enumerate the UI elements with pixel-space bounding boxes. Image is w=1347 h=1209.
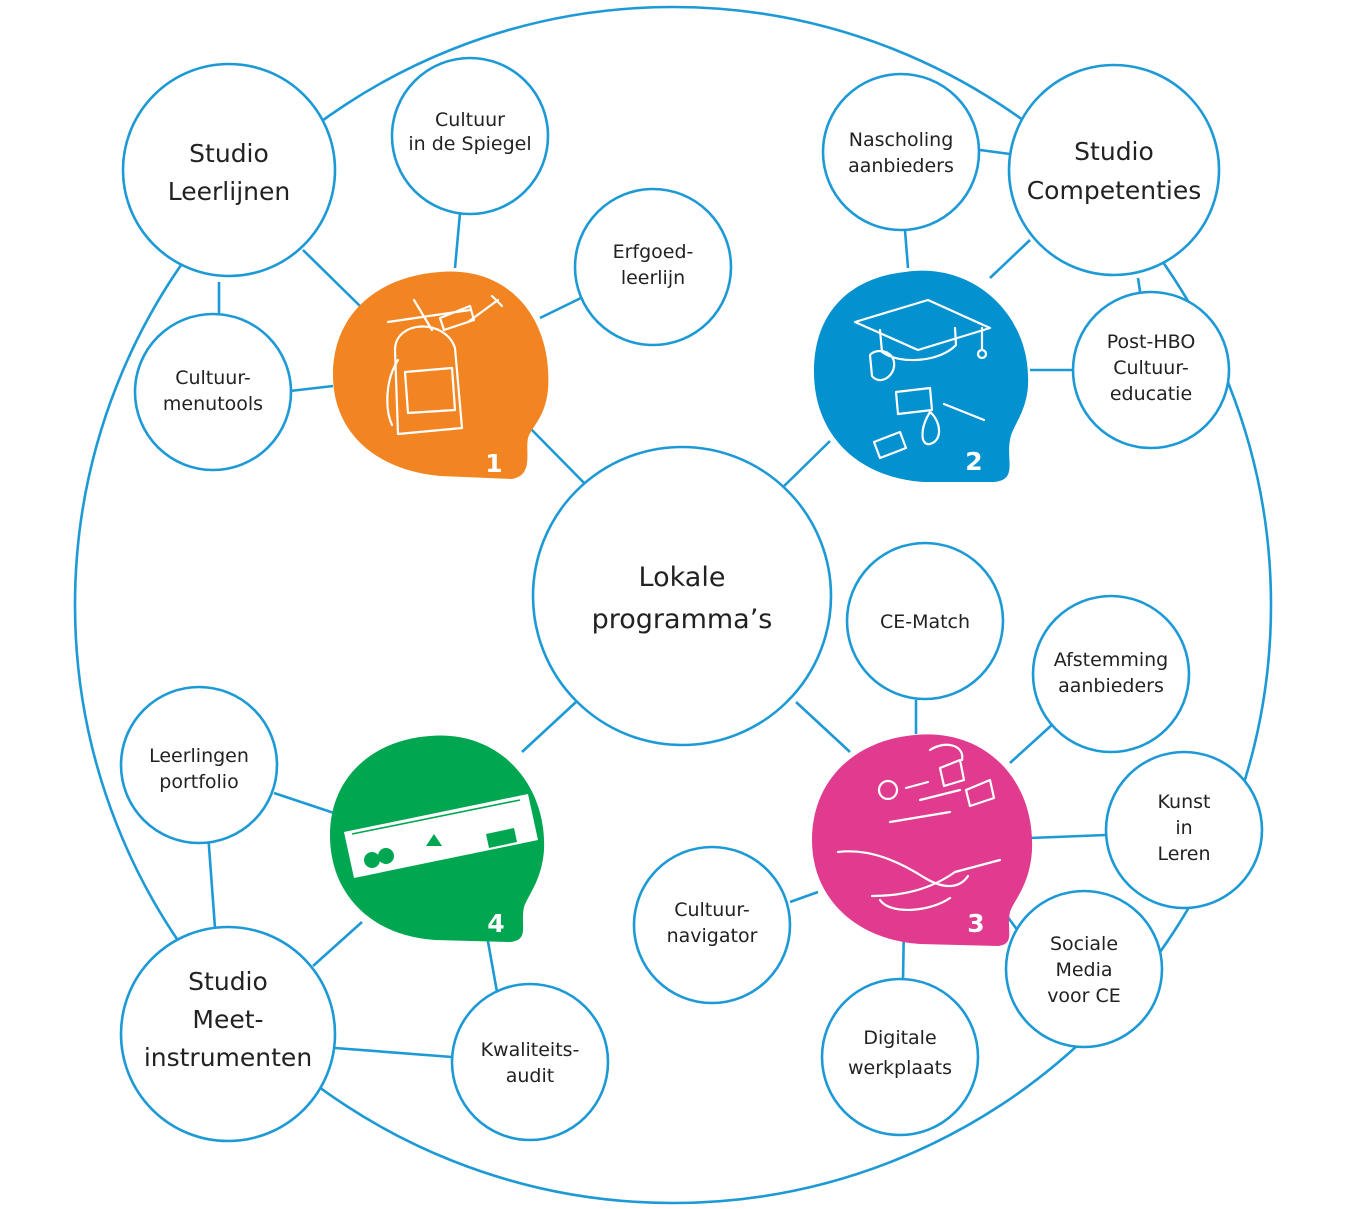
bubble-ce-match: CE-Match	[845, 541, 1005, 701]
center-label-line1: Lokale	[639, 562, 726, 593]
link-leerlingen-meetinstrumenten	[206, 832, 217, 929]
bubble-nascholing-aanbieders: Nascholing aanbieders	[821, 72, 981, 232]
link-spiegel-blob1	[453, 212, 462, 269]
studio-meetinstrumenten-line3: instrumenten	[144, 1043, 312, 1072]
graduation-cap-culture-icon	[853, 298, 992, 460]
link-navigator-blob3	[789, 890, 819, 904]
blob-1-number: 1	[485, 449, 502, 478]
blob-2: 2	[814, 270, 1029, 482]
link-center-blob4	[521, 701, 577, 753]
bubble-nascholing-line2: aanbieders	[848, 155, 954, 177]
link-nascholing-blob2	[903, 229, 910, 269]
bubble-cultuurmenutools-line2: menutools	[163, 393, 263, 415]
bubble-ce-match-line1: CE-Match	[880, 611, 970, 633]
link-blob1-center	[529, 427, 592, 491]
bubble-post-hbo-line2: Cultuur-	[1113, 357, 1189, 379]
center-node: Lokale programma’s	[531, 445, 833, 747]
studio-meetinstrumenten-node: Studio Meet- instrumenten	[119, 925, 337, 1143]
studio-competenties-line1: Studio	[1074, 137, 1154, 166]
ruler-culture-icon	[344, 794, 538, 878]
studio-competenties-node: Studio Competenties	[1007, 63, 1221, 277]
link-nascholing-competenties	[979, 148, 1011, 156]
blob-3: 3	[812, 734, 1033, 946]
link-erfgoed-blob1	[539, 295, 584, 320]
link-blob2-center	[777, 440, 831, 493]
bubble-post-hbo-line3: educatie	[1110, 383, 1192, 405]
bubble-sociale-line1: Sociale	[1050, 933, 1118, 955]
bubble-cultuurmenutools-line1: Cultuur-	[175, 367, 251, 389]
bubble-kunst-line1: Kunst	[1158, 791, 1211, 813]
connector-lines	[206, 148, 1143, 1059]
link-competenties-blob2	[989, 239, 1031, 279]
link-center-blob3	[795, 701, 851, 753]
bubble-kwaliteitsaudit: Kwaliteits- audit	[450, 982, 610, 1142]
studio-meetinstrumenten-line1: Studio	[188, 967, 268, 996]
bubble-kunst-line2: in	[1175, 817, 1192, 839]
studio-competenties-line2: Competenties	[1027, 176, 1202, 205]
bubble-leerlingen-portfolio: Leerlingen portfolio	[119, 685, 279, 845]
bubble-post-hbo: Post-HBO Cultuur- educatie	[1071, 290, 1231, 450]
studio-leerlijnen-node: Studio Leerlijnen	[121, 62, 337, 278]
bubble-kunst-line3: Leren	[1157, 843, 1210, 865]
bubble-cultuurmenutools: Cultuur- menutools	[133, 312, 293, 472]
bubble-digitale-line1: Digitale	[863, 1027, 936, 1049]
bubble-leerlingen-line1: Leerlingen	[149, 745, 249, 767]
bubble-nascholing-line1: Nascholing	[849, 129, 954, 151]
bubble-kunst-in-leren: Kunst in Leren	[1104, 750, 1264, 910]
studio-leerlijnen-line2: Leerlijnen	[168, 177, 290, 206]
bubble-cultuurnavigator: Cultuur- navigator	[632, 845, 792, 1005]
backpack-culture-icon	[386, 294, 504, 436]
bubble-post-hbo-line1: Post-HBO	[1107, 331, 1196, 353]
bubble-kwaliteit-line2: audit	[506, 1065, 554, 1087]
bubble-sociale-media: Sociale Media voor CE	[1004, 889, 1164, 1049]
bubble-kwaliteit-line1: Kwaliteits-	[481, 1039, 580, 1061]
bubble-cultuur-in-de-spiegel-line1: Cultuur	[435, 109, 505, 131]
bubble-cultuurnavigator-line1: Cultuur-	[674, 899, 750, 921]
blob-1: 1	[333, 271, 549, 479]
blob-3-number: 3	[967, 909, 984, 938]
bubble-afstemming-line2: aanbieders	[1058, 675, 1164, 697]
bubble-erfgoedleerlijn-line1: Erfgoed-	[613, 241, 694, 263]
link-leerlijnen-blob1	[302, 249, 361, 307]
blob-4: 4	[330, 735, 545, 942]
link-meetinstrumenten-blob4	[312, 921, 363, 967]
blob-2-number: 2	[965, 447, 982, 476]
bubble-cultuurnavigator-line2: navigator	[667, 925, 758, 947]
link-blob3-kunst	[1029, 833, 1107, 840]
bubble-sociale-line2: Media	[1055, 959, 1112, 981]
link-blob4-kwaliteit	[485, 935, 499, 993]
studio-meetinstrumenten-line2: Meet-	[192, 1005, 263, 1034]
bubble-leerlingen-line2: portfolio	[159, 771, 238, 793]
link-menutools-blob1	[289, 384, 334, 393]
studio-leerlijnen-line1: Studio	[189, 139, 269, 168]
bubble-erfgoedleerlijn: Erfgoed- leerlijn	[573, 187, 733, 347]
bubble-erfgoedleerlijn-line2: leerlijn	[621, 267, 685, 289]
bubble-afstemming-line1: Afstemming	[1054, 649, 1168, 671]
link-afstemming-blob3	[1009, 722, 1055, 764]
bubble-cultuur-in-de-spiegel: Cultuur in de Spiegel	[390, 56, 550, 216]
handshake-culture-icon	[836, 743, 1002, 911]
link-leerlingen-blob4	[273, 791, 341, 817]
link-meetinstrumenten-kwaliteit	[334, 1046, 453, 1059]
bubble-cultuur-in-de-spiegel-line2: in de Spiegel	[408, 133, 531, 155]
center-label-line2: programma’s	[592, 604, 773, 635]
bubble-digitale-line2: werkplaats	[848, 1057, 952, 1079]
bubble-afstemming-aanbieders: Afstemming aanbieders	[1031, 594, 1191, 754]
bubble-digitale-werkplaats: Digitale werkplaats	[820, 977, 980, 1137]
bubble-sociale-line3: voor CE	[1047, 985, 1121, 1007]
blob-4-number: 4	[487, 909, 504, 938]
